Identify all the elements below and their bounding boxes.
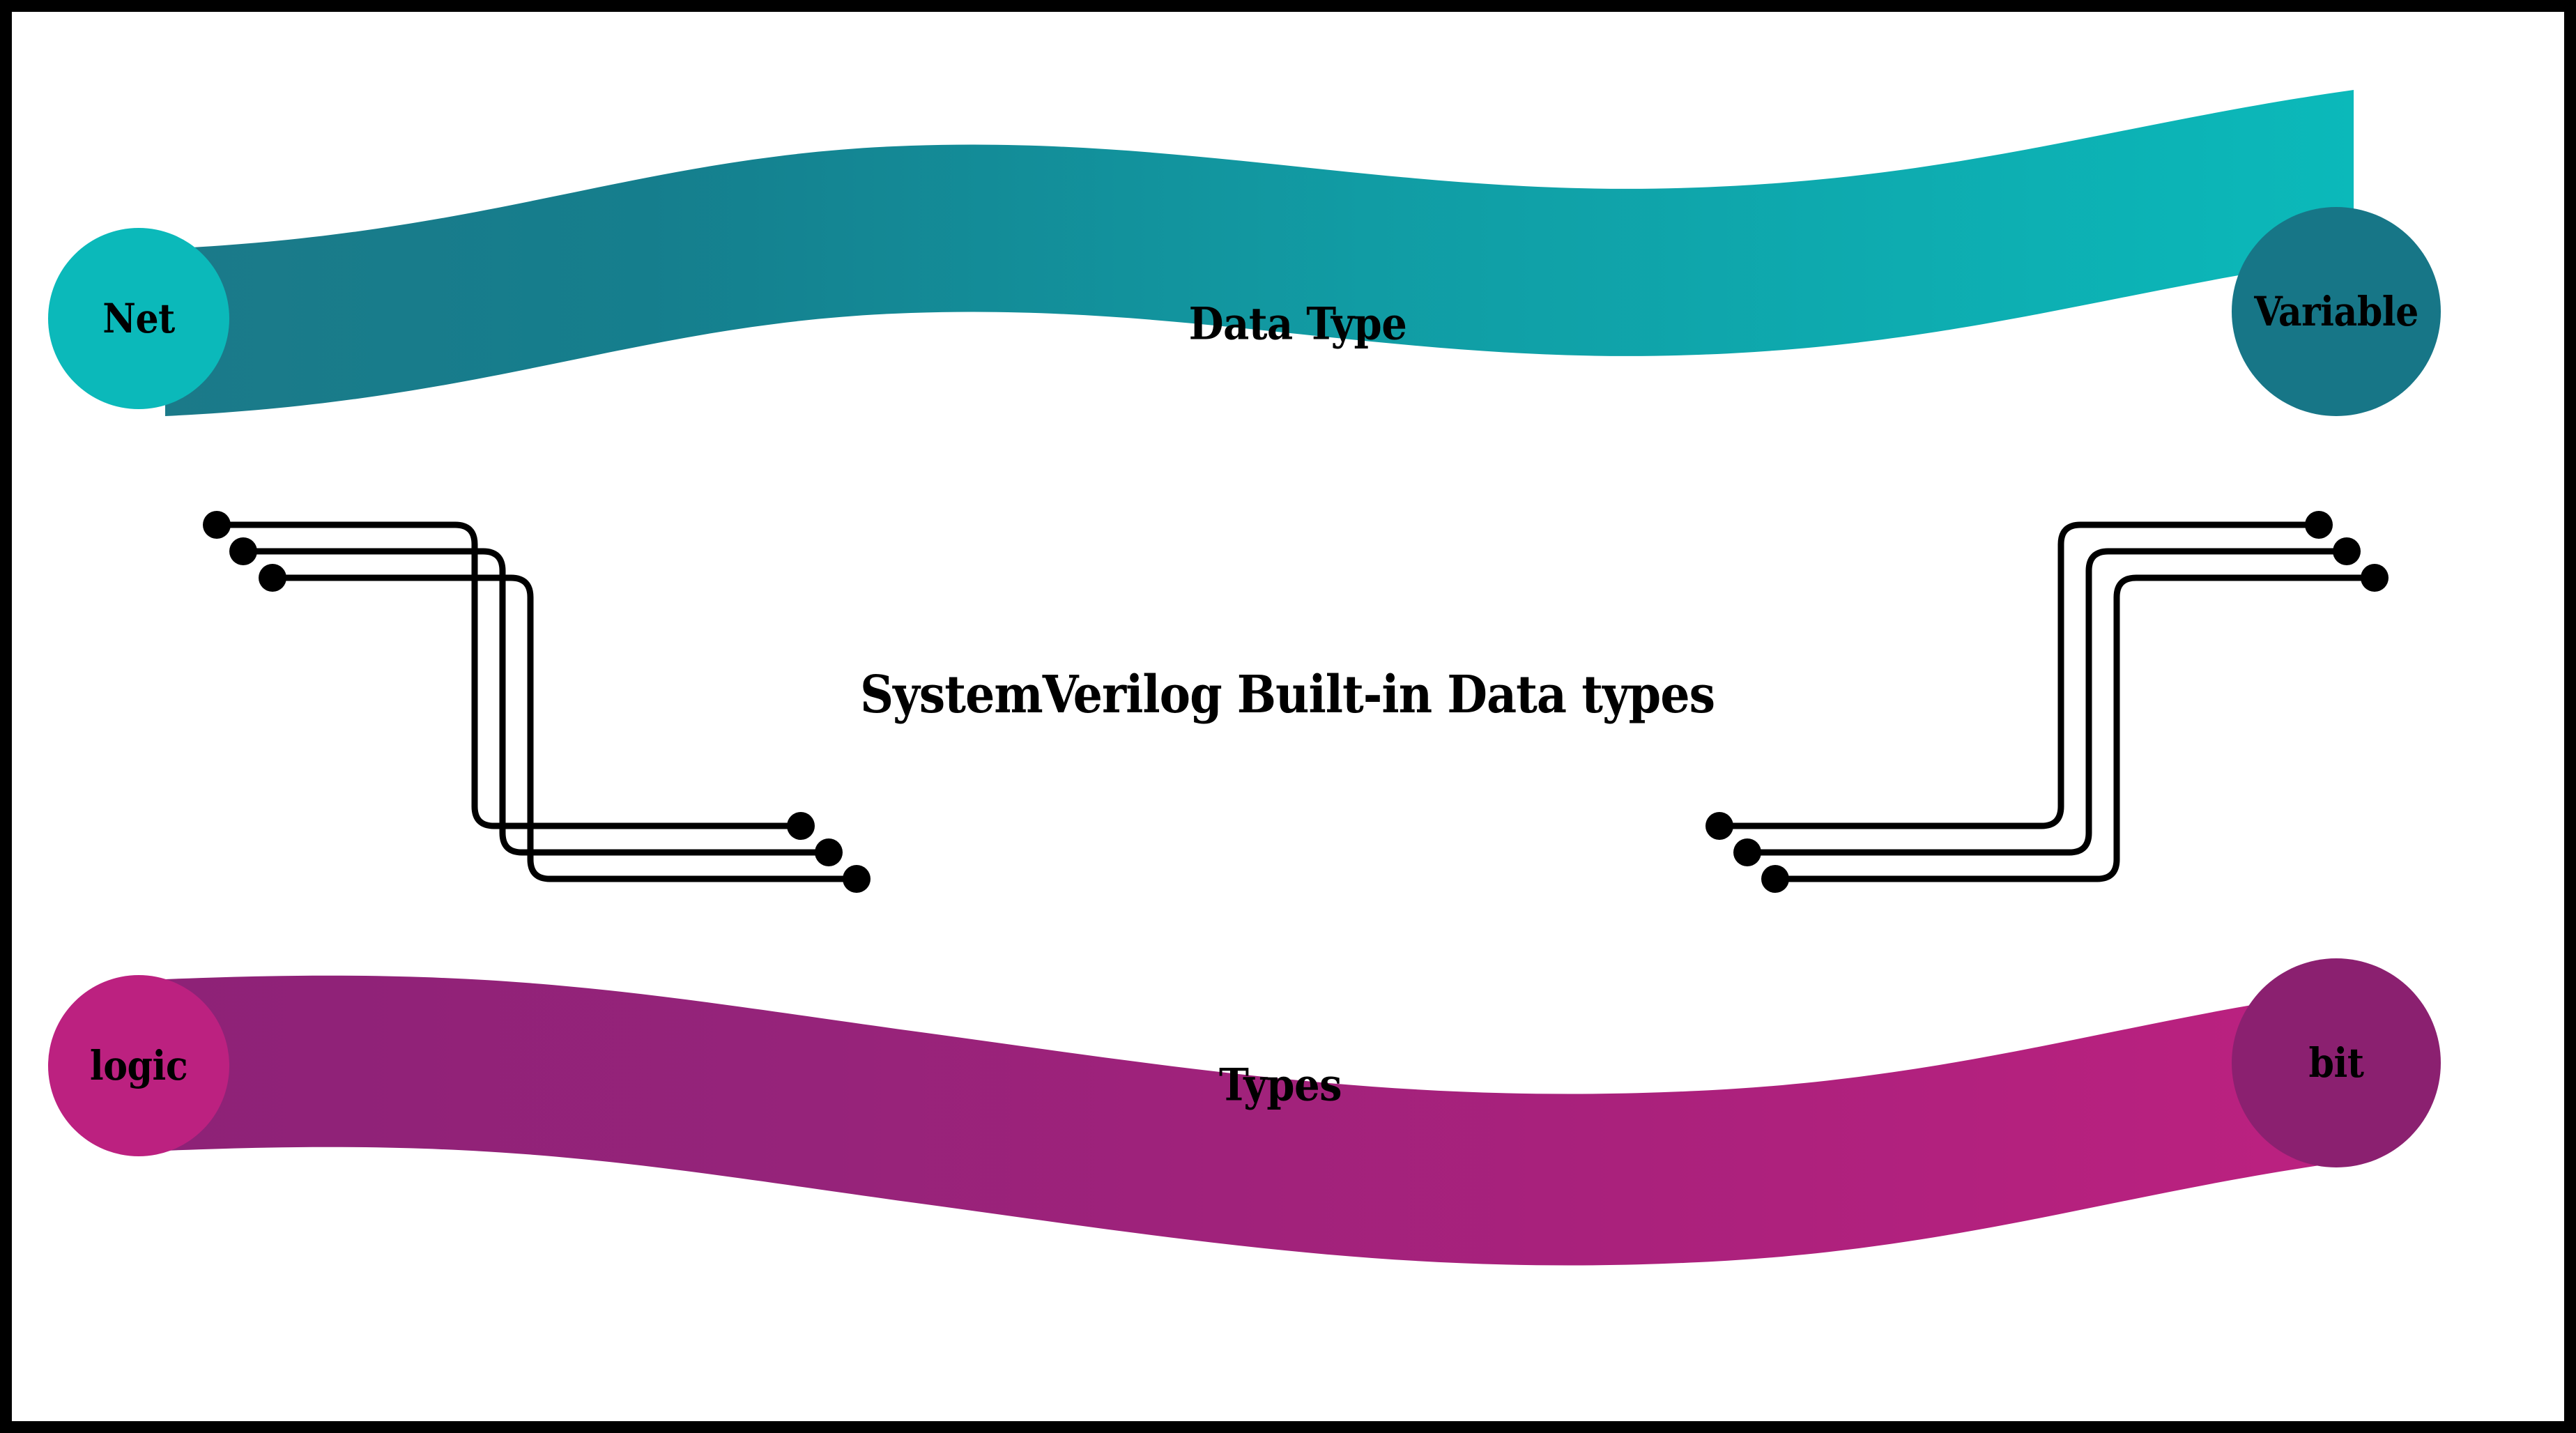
node-logic-circle [48,975,229,1156]
connector-left-dot-start-1 [203,511,231,539]
connector-left-dot-end-2 [815,838,843,866]
band-data-type-shape [165,90,2354,416]
connector-group-left [213,521,860,882]
node-net-circle [48,228,229,409]
band-types-shape [165,975,2354,1266]
connector-left-dot-start-2 [229,537,257,565]
connector-right-dot-end-2 [2333,537,2361,565]
connector-right-1 [1716,521,2322,829]
page-title: SystemVerilog Built-in Data types [859,665,1715,725]
node-bit-circle [2232,958,2441,1167]
connector-right-dot-end-1 [2305,511,2333,539]
connector-left-3 [269,574,860,882]
connector-left-dot-end-3 [843,865,871,893]
node-variable-circle [2232,207,2441,416]
connector-left-dot-end-1 [787,812,815,840]
diagram-stage: Net Data Type Variable SystemVerilog Bui… [12,12,2564,1421]
node-bit-label: bit [2308,1039,2364,1087]
band-types [48,958,2441,1266]
band-types-label: Types [1218,1059,1342,1112]
connector-right-dot-start-1 [1705,812,1733,840]
band-data-type-label: Data Type [1188,298,1407,351]
diagram-canvas: Net Data Type Variable SystemVerilog Bui… [12,12,2564,1421]
connector-group-right [1716,521,2378,882]
connector-right-2 [1744,548,2350,856]
connector-left-dots [203,511,871,893]
connector-right-dots [1705,511,2389,893]
connector-right-3 [1772,574,2378,882]
connectors-layer [203,511,2389,893]
ribbons-layer [48,90,2441,1266]
connector-right-dot-start-3 [1761,865,1789,893]
connector-right-dot-start-2 [1733,838,1761,866]
connector-right-dot-end-3 [2361,564,2389,592]
connector-left-1 [213,521,804,829]
node-net-label: Net [102,295,175,342]
node-variable-label: Variable [2254,288,2418,335]
band-data-type [48,90,2441,416]
connector-left-dot-start-3 [259,564,286,592]
connector-left-2 [240,548,832,856]
node-logic-label: logic [89,1042,188,1089]
